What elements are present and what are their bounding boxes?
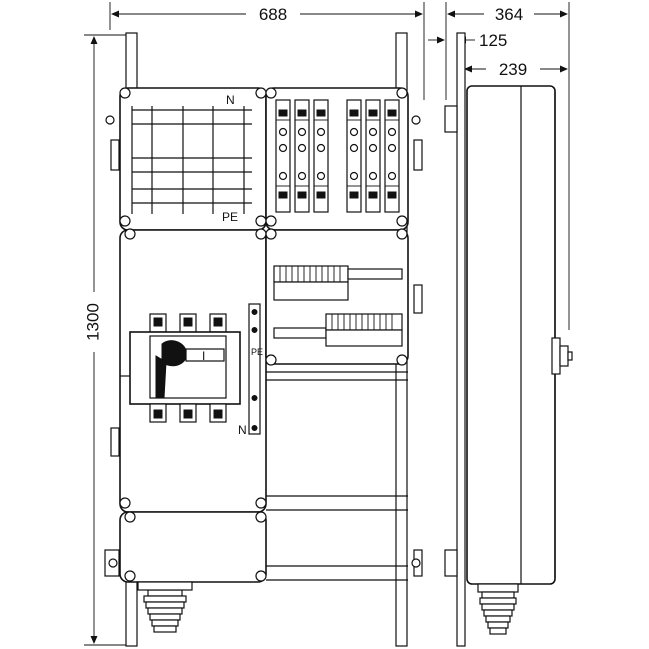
- height-dimension: 1300: [83, 303, 102, 341]
- side-enclosure-body: [466, 85, 556, 585]
- front-view: N PE: [104, 32, 423, 647]
- corner-screws: [119, 87, 408, 582]
- pe-label: PE: [222, 210, 238, 224]
- side-view: [444, 32, 573, 647]
- neutral-label: N: [226, 93, 235, 107]
- side-mounting-post: [456, 32, 466, 647]
- depth-dimension: 364: [495, 5, 523, 24]
- terminal-block-lower: [273, 313, 403, 347]
- depth-rear-dimension: 239: [499, 60, 527, 79]
- n-rail-label: N: [238, 423, 247, 437]
- n-pe-busbars: [131, 106, 252, 214]
- frame-rails: [266, 371, 408, 581]
- cable-gland: [137, 581, 193, 633]
- load-break-switch: [129, 313, 241, 423]
- fuse-bases: [275, 99, 400, 213]
- terminal-block-upper: [273, 265, 403, 301]
- width-dimension: 688: [259, 5, 287, 24]
- side-cable-gland: [477, 583, 519, 635]
- pe-n-rail: [248, 303, 261, 435]
- cable-entry-box: [119, 511, 267, 583]
- depth-front-dimension: 125: [479, 31, 507, 50]
- side-handle: [551, 337, 573, 375]
- pe-rail-label: PE: [251, 347, 263, 357]
- switch-on-label: I: [202, 349, 205, 363]
